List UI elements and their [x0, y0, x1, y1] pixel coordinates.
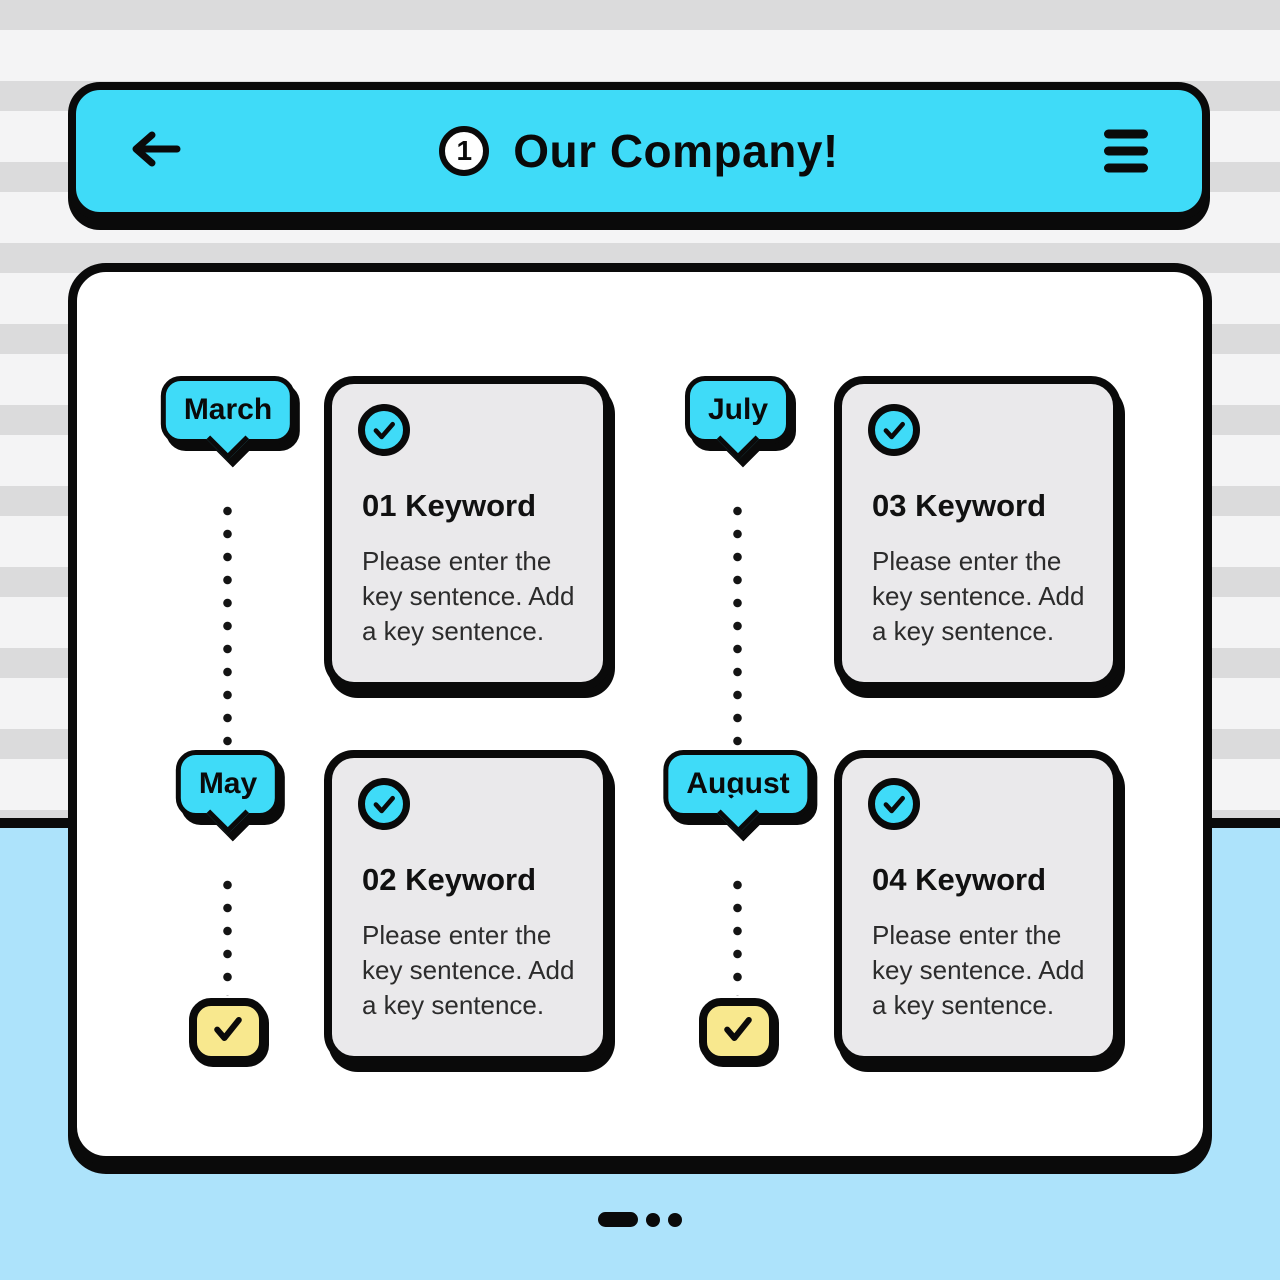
timeline-dotted-line	[733, 500, 742, 748]
month-bubble-march: March	[160, 376, 296, 461]
keyword-card-04: 04 Keyword Please enter the key sentence…	[834, 750, 1121, 1064]
header-title-group: 1 Our Company!	[439, 124, 838, 178]
checkmark-icon	[720, 1014, 756, 1049]
card-body: Please enter the key sentence. Add a key…	[872, 546, 1085, 646]
hamburger-icon	[1104, 129, 1148, 139]
slide-pagination	[0, 1212, 1280, 1227]
timeline-panel: March May July August 01 Keyword Please …	[68, 263, 1212, 1165]
back-button[interactable]	[128, 129, 184, 173]
keyword-card-03: 03 Keyword Please enter the key sentence…	[834, 376, 1121, 690]
hamburger-icon	[1104, 146, 1148, 156]
checkmark-icon	[868, 404, 920, 456]
card-title: 01 Keyword	[362, 488, 537, 523]
step-number: 1	[456, 135, 473, 166]
card-title: 04 Keyword	[872, 862, 1047, 897]
month-bubble-july: July	[684, 376, 792, 461]
timeline-dotted-line	[733, 874, 742, 996]
step-number-badge: 1	[439, 126, 490, 176]
checkmark-icon	[358, 778, 410, 830]
header-bar: 1 Our Company!	[68, 82, 1210, 220]
page-indicator[interactable]	[668, 1212, 682, 1227]
card-title: 03 Keyword	[872, 488, 1047, 523]
month-bubble-may: May	[175, 750, 281, 835]
timeline-dotted-line	[223, 874, 232, 996]
page-title: Our Company!	[513, 125, 839, 177]
timeline-dotted-line	[223, 500, 232, 748]
card-body: Please enter the key sentence. Add a key…	[362, 920, 575, 1020]
card-body: Please enter the key sentence. Add a key…	[872, 920, 1085, 1020]
page-indicator[interactable]	[646, 1212, 660, 1227]
month-bubble-august: August	[663, 750, 813, 835]
checkmark-icon	[210, 1014, 246, 1049]
checkmark-icon	[868, 778, 920, 830]
arrow-left-icon	[130, 129, 182, 174]
checkmark-icon	[358, 404, 410, 456]
timeline-end-check-badge	[189, 998, 267, 1064]
card-title: 02 Keyword	[362, 862, 537, 897]
keyword-card-01: 01 Keyword Please enter the key sentence…	[324, 376, 611, 690]
page-indicator-active[interactable]	[598, 1212, 638, 1227]
timeline-end-check-badge	[699, 998, 777, 1064]
menu-button[interactable]	[1104, 129, 1148, 173]
keyword-card-02: 02 Keyword Please enter the key sentence…	[324, 750, 611, 1064]
card-body: Please enter the key sentence. Add a key…	[362, 546, 575, 646]
hamburger-icon	[1104, 163, 1148, 173]
